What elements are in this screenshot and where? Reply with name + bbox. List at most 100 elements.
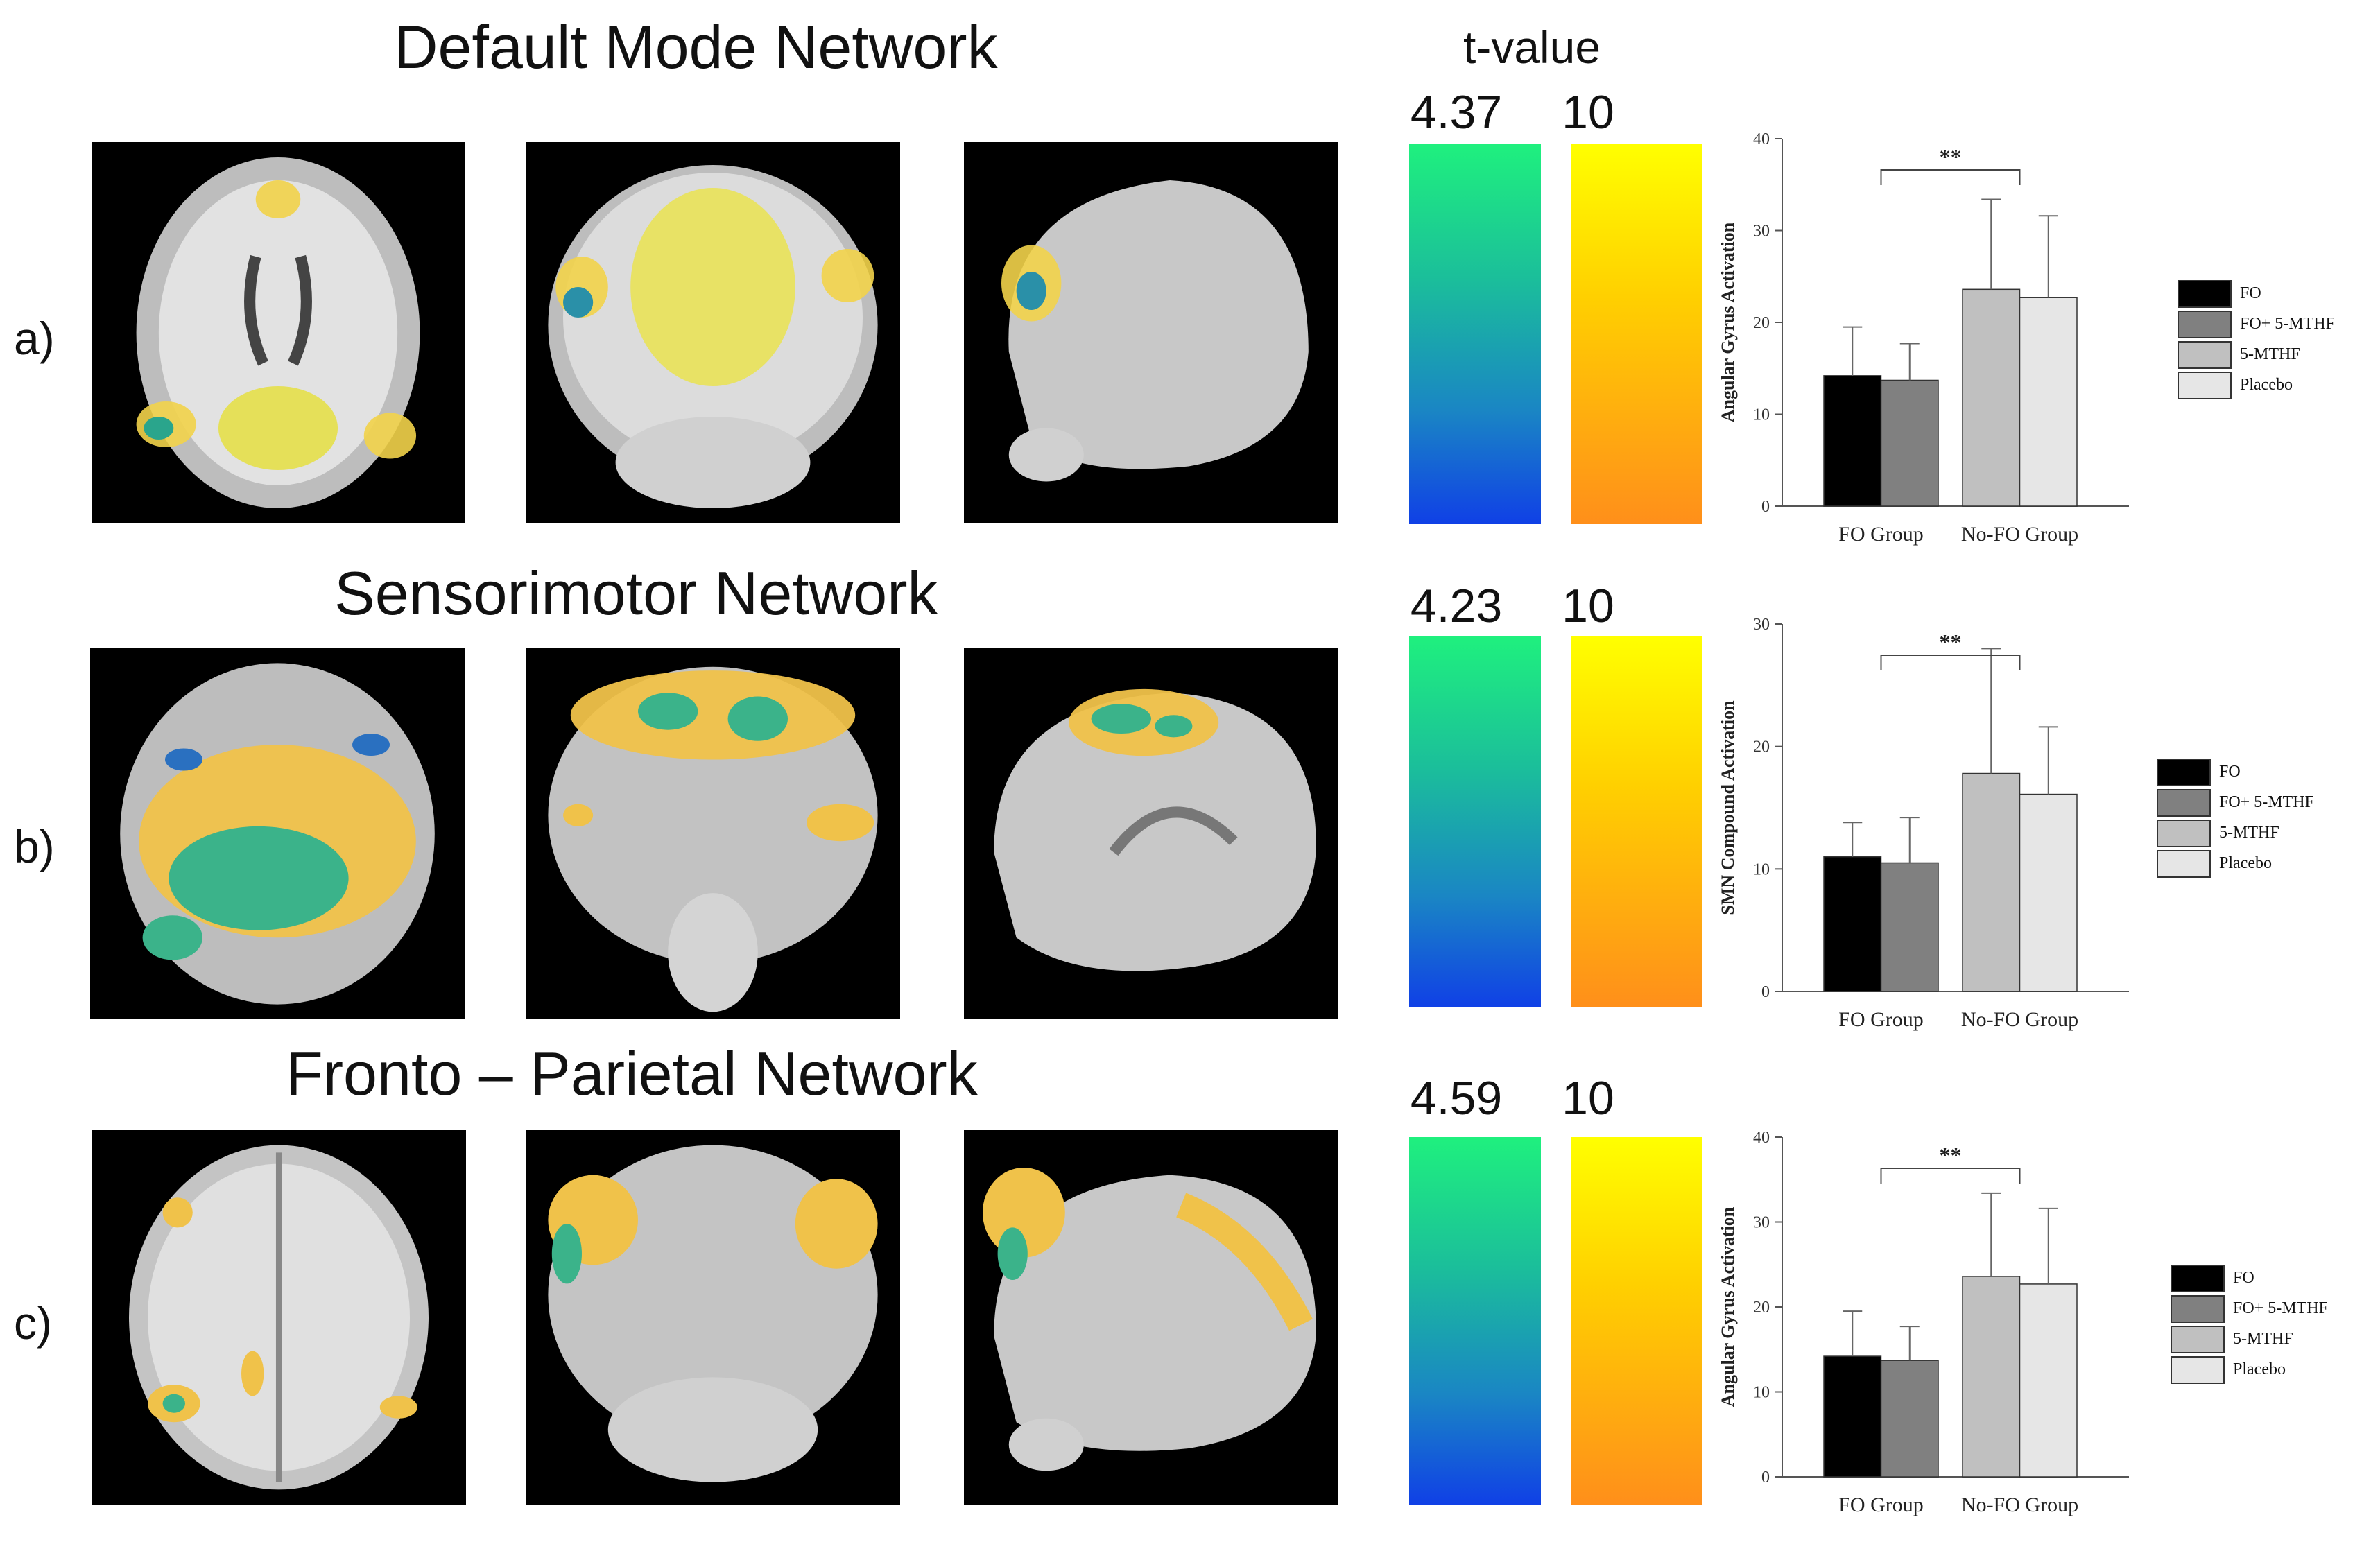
legend-swatch [2157, 759, 2211, 786]
y-tick-label: 20 [1753, 314, 1770, 332]
legend-swatch [2171, 1265, 2225, 1292]
legend-swatch [2157, 789, 2211, 817]
y-tick-label: 0 [1761, 983, 1770, 1001]
category-label: FO Group [1838, 1493, 1924, 1516]
row-label-c: c) [14, 1297, 52, 1349]
legend-item: FO [2178, 277, 2365, 308]
legend-item: 5-MTHF [2171, 1323, 2365, 1353]
legend-label: 5-MTHF [2219, 824, 2279, 842]
bar-fo-5-mthf [1880, 862, 1939, 992]
legend-swatch [2178, 311, 2232, 338]
bar-fo-5-mthf [1880, 379, 1939, 507]
brain-axial-fpn [92, 1130, 466, 1505]
y-tick-label: 0 [1761, 498, 1770, 516]
category-label: FO Group [1838, 1008, 1924, 1031]
significance-annotation: ** [1940, 630, 1962, 655]
legend-label: 5-MTHF [2233, 1330, 2293, 1348]
bar-fo [1823, 375, 1882, 507]
legend-item: FO [2171, 1262, 2365, 1292]
y-tick-label: 20 [1753, 738, 1770, 756]
brain-axial-smn [90, 648, 465, 1019]
legend-swatch [2171, 1326, 2225, 1353]
row-label-b: b) [14, 821, 55, 872]
y-axis-label: Angular Gyrus Activation [1718, 1206, 1738, 1407]
legend-label: FO+ 5-MTHF [2240, 315, 2335, 333]
network-title-fpn: Fronto – Parietal Network [286, 1039, 978, 1108]
scale-min-smn: 4.23 [1410, 580, 1503, 632]
colorbar-warm-fpn [1571, 1137, 1702, 1505]
legend-label: FO [2240, 284, 2261, 302]
bar-5-mthf [1962, 1276, 2021, 1478]
legend-smn: FO FO+ 5-MTHF 5-MTHF Placebo [2157, 756, 2365, 878]
bar-placebo [2019, 297, 2078, 507]
y-tick-label: 10 [1753, 1384, 1770, 1402]
legend-label: 5-MTHF [2240, 345, 2300, 363]
legend-label: FO+ 5-MTHF [2219, 793, 2314, 811]
legend-swatch [2171, 1356, 2225, 1384]
brain-coronal-dmn [526, 142, 900, 523]
y-tick-label: 10 [1753, 406, 1770, 424]
scale-max-dmn: 10 [1562, 86, 1614, 139]
scale-max-smn: 10 [1562, 580, 1614, 632]
legend-label: Placebo [2240, 376, 2293, 394]
legend-fpn: FO FO+ 5-MTHF 5-MTHF Placebo [2171, 1262, 2365, 1384]
y-tick-label: 20 [1753, 1299, 1770, 1317]
legend-item: FO [2157, 756, 2365, 786]
row-label-a: a) [14, 313, 55, 364]
legend-swatch [2178, 372, 2232, 399]
legend-item: 5-MTHF [2178, 338, 2365, 369]
bar-fo [1823, 856, 1882, 992]
scale-min-dmn: 4.37 [1410, 86, 1503, 139]
category-label: No-FO Group [1961, 1493, 2078, 1516]
brain-sagittal-dmn [964, 142, 1338, 523]
legend-item: FO+ 5-MTHF [2178, 308, 2365, 338]
legend-swatch [2178, 280, 2232, 308]
category-label: No-FO Group [1961, 1008, 2078, 1031]
colorbar-cool-fpn [1409, 1137, 1541, 1505]
brain-axial-dmn [92, 142, 465, 523]
legend-item: FO+ 5-MTHF [2157, 786, 2365, 817]
legend-label: Placebo [2233, 1360, 2286, 1378]
y-tick-label: 30 [1753, 223, 1770, 241]
significance-bracket [1880, 169, 2021, 185]
legend-item: Placebo [2171, 1353, 2365, 1384]
brain-sagittal-smn [964, 648, 1338, 1019]
significance-bracket [1880, 1168, 2021, 1184]
brain-coronal-smn [526, 648, 900, 1019]
legend-swatch [2171, 1295, 2225, 1323]
significance-bracket [1880, 655, 2021, 670]
bar-5-mthf [1962, 288, 2021, 507]
legend-item: 5-MTHF [2157, 817, 2365, 847]
bar-fo [1823, 1355, 1882, 1478]
significance-annotation: ** [1940, 1143, 1962, 1168]
y-tick-label: 30 [1753, 1214, 1770, 1232]
network-title-dmn: Default Mode Network [394, 12, 998, 81]
legend-item: FO+ 5-MTHF [2171, 1292, 2365, 1323]
legend-label: FO+ 5-MTHF [2233, 1299, 2328, 1317]
legend-label: FO [2219, 763, 2241, 781]
y-tick-label: 30 [1753, 616, 1770, 634]
bar-placebo [2019, 793, 2078, 992]
colorbar-warm-dmn [1571, 144, 1702, 524]
bar-5-mthf [1962, 772, 2021, 992]
legend-swatch [2157, 820, 2211, 847]
scale-max-fpn: 10 [1562, 1072, 1614, 1125]
scale-min-fpn: 4.59 [1410, 1072, 1503, 1125]
legend-dmn: FO FO+ 5-MTHF 5-MTHF Placebo [2178, 277, 2365, 399]
colorbar-cool-smn [1409, 636, 1541, 1007]
legend-item: Placebo [2178, 369, 2365, 399]
bar-placebo [2019, 1283, 2078, 1478]
y-tick-label: 40 [1753, 130, 1770, 148]
category-label: No-FO Group [1961, 523, 2078, 546]
colorbar-cool-dmn [1409, 144, 1541, 524]
legend-label: Placebo [2219, 854, 2272, 872]
bar-fo-5-mthf [1880, 1360, 1939, 1478]
y-tick-label: 10 [1753, 860, 1770, 878]
legend-label: FO [2233, 1269, 2254, 1287]
network-title-smn: Sensorimotor Network [334, 559, 938, 627]
